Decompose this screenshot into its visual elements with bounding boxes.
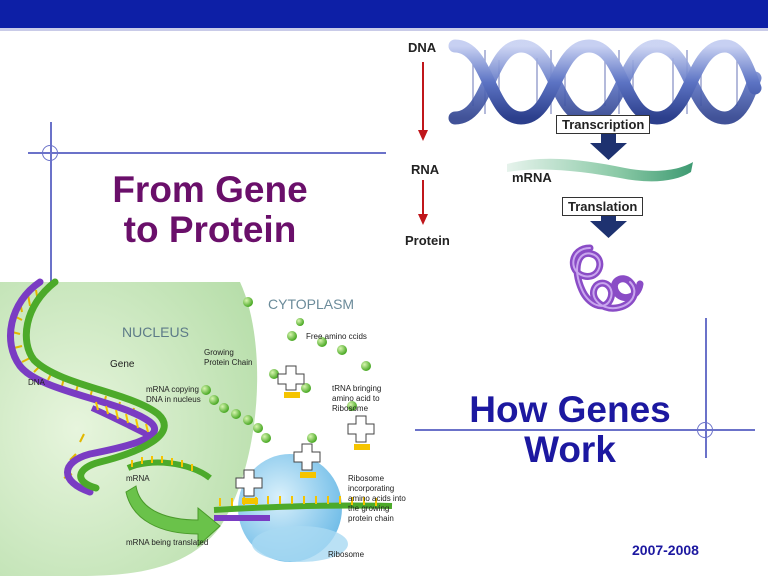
flow-label-dna: DNA: [408, 40, 437, 55]
mrna-strand-icon: [507, 158, 693, 182]
cell-diagram: [0, 278, 393, 576]
slide-title: From Gene to Protein: [90, 170, 330, 250]
mrna-copying-label: mRNA copying DNA in nucleus: [146, 385, 201, 405]
header-underline: [0, 28, 768, 31]
dna-helix-icon: [448, 39, 762, 125]
label-line: Protein Chain: [204, 358, 253, 367]
mrna-translated-label: mRNA being translated: [126, 538, 209, 547]
gene-label: Gene: [110, 359, 135, 370]
ribosome-label: Ribosome: [328, 550, 365, 559]
year-label: 2007-2008: [632, 542, 699, 558]
protein-coil-icon: [570, 244, 644, 312]
flow-label-protein: Protein: [405, 233, 450, 248]
divider-line-vertical-left: [50, 122, 52, 282]
divider-line-vertical-right: [705, 318, 707, 458]
label-line: Ribosome: [348, 474, 385, 483]
label-line: tRNA bringing: [332, 384, 382, 393]
label-line: amino acid to: [332, 394, 380, 403]
label-line: DNA in nucleus: [146, 395, 201, 404]
free-amino-label: Free amino ccids: [306, 332, 367, 341]
subtitle-line: How Genes: [469, 389, 671, 430]
transcription-tag: Transcription: [556, 115, 651, 134]
label-line: incorporating: [348, 484, 395, 493]
trna-icon: [235, 365, 375, 497]
label-line: the growing: [348, 504, 390, 513]
title-line: From Gene: [112, 169, 308, 210]
translation-tag: Translation: [562, 197, 644, 216]
ribosome-incorporating-label: Ribosome incorporating amino acids into …: [348, 474, 406, 524]
mrna-label: mRNA: [512, 170, 552, 185]
growing-chain-label: Growing Protein Chain: [204, 348, 252, 368]
trna-bringing-label: tRNA bringing amino acid to Ribosome: [332, 384, 381, 414]
header-bar: [0, 0, 768, 28]
cytoplasm-label: CYTOPLASM: [268, 296, 355, 312]
title-line: to Protein: [123, 209, 297, 250]
nucleus-label: NUCLEUS: [122, 324, 189, 340]
label-line: mRNA copying: [146, 385, 199, 394]
crosshair-icon: [697, 422, 713, 438]
subtitle-line: Work: [524, 429, 616, 470]
flow-label-rna: RNA: [411, 162, 440, 177]
label-line: protein chain: [348, 514, 394, 523]
slide-subtitle: How Genes Work: [440, 390, 700, 470]
divider-line-top: [28, 152, 386, 154]
label-line: Growing: [204, 348, 234, 357]
crosshair-icon: [42, 145, 58, 161]
divider-line-bottom: [415, 429, 755, 431]
mrna-cell-label: mRNA: [126, 474, 150, 483]
label-line: amino acids into: [348, 494, 406, 503]
label-line: Ribosome: [332, 404, 369, 413]
dna-cell-label: DNA: [28, 378, 45, 387]
